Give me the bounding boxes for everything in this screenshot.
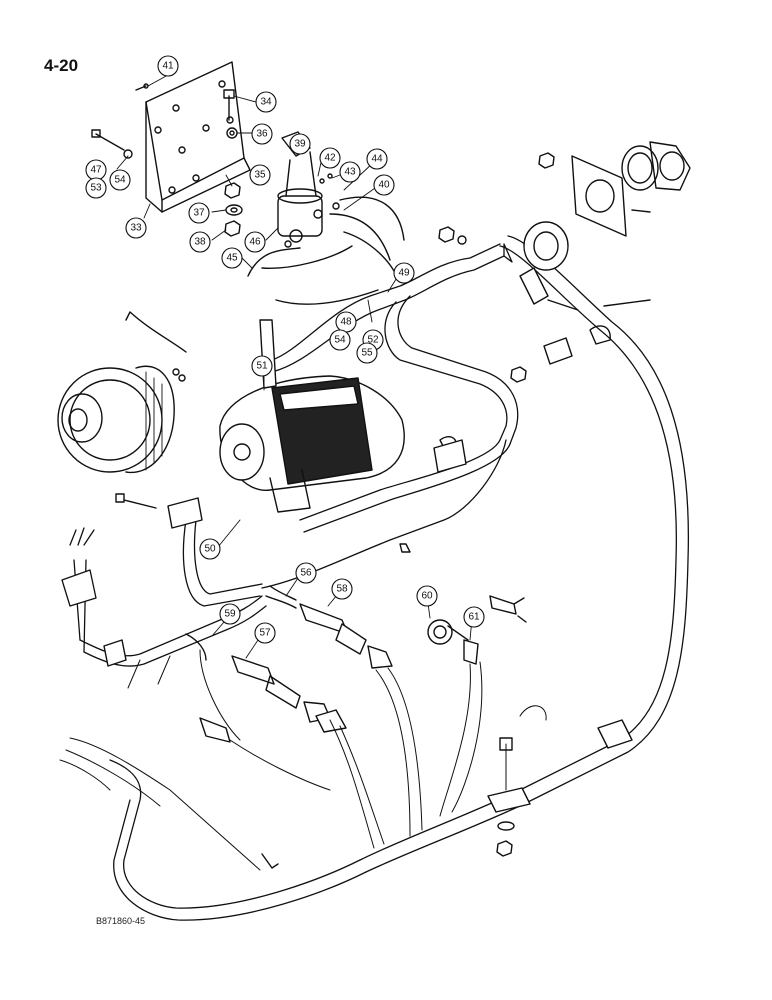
bottom-mount-hardware: [487, 719, 633, 857]
figure-code: B871860-45: [96, 916, 146, 926]
callout-45: 45: [226, 253, 238, 264]
callout-36: 36: [256, 129, 268, 140]
callout-56: 56: [300, 568, 312, 579]
callout-37: 37: [193, 208, 205, 219]
callout-52: 52: [367, 335, 379, 346]
callout-39: 39: [294, 139, 306, 150]
alternator: [57, 311, 187, 474]
callout-44: 44: [371, 154, 383, 165]
callout-43: 43: [344, 167, 356, 178]
callout-38: 38: [194, 237, 206, 248]
left-harness: [61, 439, 507, 667]
callout-40: 40: [378, 180, 390, 191]
callout-33: 33: [130, 223, 142, 234]
grommet-assembly: [438, 141, 691, 271]
callout-47: 47: [90, 165, 102, 176]
callout-54-upper: 54: [114, 175, 126, 186]
callout-55: 55: [361, 348, 373, 359]
callout-57: 57: [259, 628, 271, 639]
callout-59: 59: [224, 609, 236, 620]
sensor-connectors: [185, 585, 527, 743]
starter-motor: [219, 319, 405, 513]
callout-53: 53: [90, 183, 102, 194]
callout-54-lower: 54: [334, 335, 346, 346]
callout-49: 49: [398, 268, 410, 279]
bracket-hardware: [91, 83, 243, 237]
callout-61: 61: [468, 612, 480, 623]
sensor-wires: [59, 649, 547, 871]
callout-42: 42: [324, 153, 336, 164]
callout-50: 50: [204, 544, 216, 555]
callout-circles: [85, 55, 485, 644]
callout-51: 51: [256, 361, 268, 372]
page-number: 4-20: [44, 56, 79, 75]
callout-60: 60: [421, 591, 433, 602]
callout-46: 46: [249, 237, 261, 248]
cable-clamp-hardware: [439, 267, 651, 453]
solenoid-relay-assembly: [247, 131, 405, 305]
callout-48: 48: [340, 317, 352, 328]
callout-41: 41: [162, 61, 174, 72]
callout-35: 35: [254, 170, 266, 181]
callout-58: 58: [336, 584, 348, 595]
main-harness: [109, 235, 690, 921]
harness-clips: [103, 439, 467, 869]
battery-cable: [271, 243, 519, 533]
mounting-bracket: [145, 61, 251, 213]
callout-34: 34: [260, 97, 272, 108]
